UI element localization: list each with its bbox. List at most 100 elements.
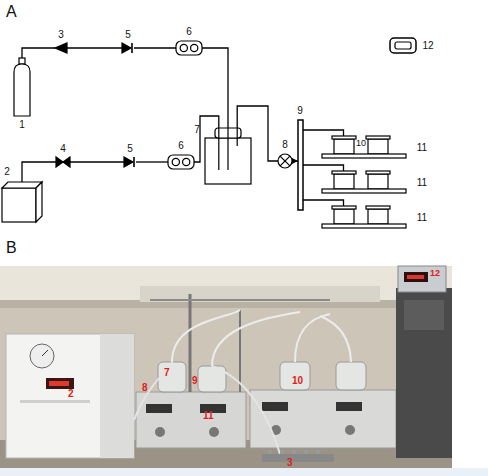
callout-number: 8	[275, 139, 295, 150]
flowmeter-body	[168, 155, 194, 169]
pipe-connector	[22, 48, 55, 58]
chamber-lid	[332, 206, 356, 209]
meter-display	[395, 42, 411, 49]
flowmeter-dial	[183, 158, 190, 165]
pipe-connector	[22, 162, 56, 182]
mixing-bottle-outline	[205, 128, 251, 184]
flowmeter: 6	[168, 155, 194, 169]
gas-cylinder-outline	[14, 58, 30, 116]
check-valve: 5	[124, 157, 136, 167]
callout-number: 2	[2, 166, 12, 177]
callout-number: 6	[171, 140, 191, 151]
pipe-connector	[67, 47, 122, 48]
valve-outline	[56, 157, 70, 167]
check-valve-bar	[133, 157, 135, 167]
chamber-lid	[332, 171, 356, 174]
stirrer-plate	[322, 224, 406, 228]
gas-generator-outline	[2, 182, 42, 222]
callout-number: 6	[179, 26, 199, 37]
valve: 3	[55, 43, 67, 53]
exposure-station-outline	[322, 171, 408, 193]
valve: 4	[56, 157, 70, 167]
valve-symbol	[278, 154, 292, 168]
callout-number: 1	[14, 119, 30, 130]
callout-number: 11	[414, 142, 430, 153]
callout-number: 11	[414, 212, 430, 223]
exposure-station: 11	[322, 206, 408, 228]
callout-number: 9	[290, 105, 310, 116]
gas-meter: 12	[390, 38, 416, 53]
box-front	[2, 188, 36, 222]
stirrer-plate	[322, 189, 406, 193]
valve-symbol	[55, 43, 67, 53]
meter-body	[390, 38, 416, 53]
valve-cross	[280, 156, 290, 166]
pipe-connector	[70, 161, 124, 162]
chamber-jar	[368, 209, 388, 224]
check-valve-outline	[122, 43, 134, 53]
flowmeter-outline	[176, 41, 202, 55]
chamber-jar	[334, 139, 354, 154]
callout-number: 4	[53, 143, 73, 154]
box-top	[2, 182, 42, 188]
chamber-jar	[334, 174, 354, 189]
flowmeter-dial	[180, 44, 187, 51]
pipe-connector	[292, 160, 298, 161]
panel-letter: A	[6, 4, 17, 20]
manifold-bar	[298, 120, 303, 210]
gas-generator: 2	[2, 182, 42, 222]
chamber-lid	[366, 171, 390, 174]
check-valve-symbol	[124, 157, 133, 167]
callout-number: 7	[191, 124, 203, 135]
bottle-tube	[227, 128, 228, 170]
pipe-connector	[303, 165, 344, 171]
callout-number: 3	[287, 458, 293, 468]
box-side	[36, 182, 42, 222]
callout-number: 2	[68, 389, 74, 399]
chamber-lid	[366, 136, 390, 139]
panel-letter: B	[6, 240, 17, 256]
check-valve: 5	[122, 43, 134, 53]
cylinder-body	[14, 64, 30, 116]
callout-number: 5	[120, 143, 140, 154]
callout-number: 9	[192, 376, 198, 386]
callout-number: 11	[203, 411, 214, 421]
exposure-station-outline	[322, 206, 408, 228]
chamber-jar	[368, 139, 388, 154]
callout-number: 8	[142, 383, 148, 393]
pipe-connector	[303, 130, 344, 136]
pipe-connector	[134, 47, 176, 48]
check-valve-symbol	[122, 43, 131, 53]
chamber-jar	[334, 209, 354, 224]
chamber-lid	[332, 136, 356, 139]
callout-number: 5	[118, 29, 138, 40]
gas-cylinder: 1	[14, 58, 30, 116]
meter-photo	[398, 266, 446, 292]
callout-number: 12	[420, 40, 436, 51]
callout-number: 3	[51, 29, 71, 40]
chamber-jar	[368, 174, 388, 189]
check-valve-bar	[131, 43, 133, 53]
bottle-tube	[237, 128, 238, 146]
callout-number: 7	[164, 368, 170, 378]
chamber-lid	[366, 206, 390, 209]
exposure-station: 11	[322, 171, 408, 193]
lab-photo	[0, 266, 452, 472]
flowmeter-dial	[172, 158, 179, 165]
valve-outline	[55, 43, 67, 53]
bottom-strip	[0, 468, 488, 476]
callout-number: 12	[430, 269, 440, 278]
stirrer-plate	[322, 154, 406, 158]
manifold: 9	[298, 120, 303, 210]
valve-symbol	[63, 157, 70, 167]
flowmeter-dial	[191, 44, 198, 51]
bottle-tube	[218, 128, 219, 170]
flowmeter: 6	[176, 41, 202, 55]
flowmeter-outline	[168, 155, 194, 169]
valve-symbol	[56, 157, 63, 167]
